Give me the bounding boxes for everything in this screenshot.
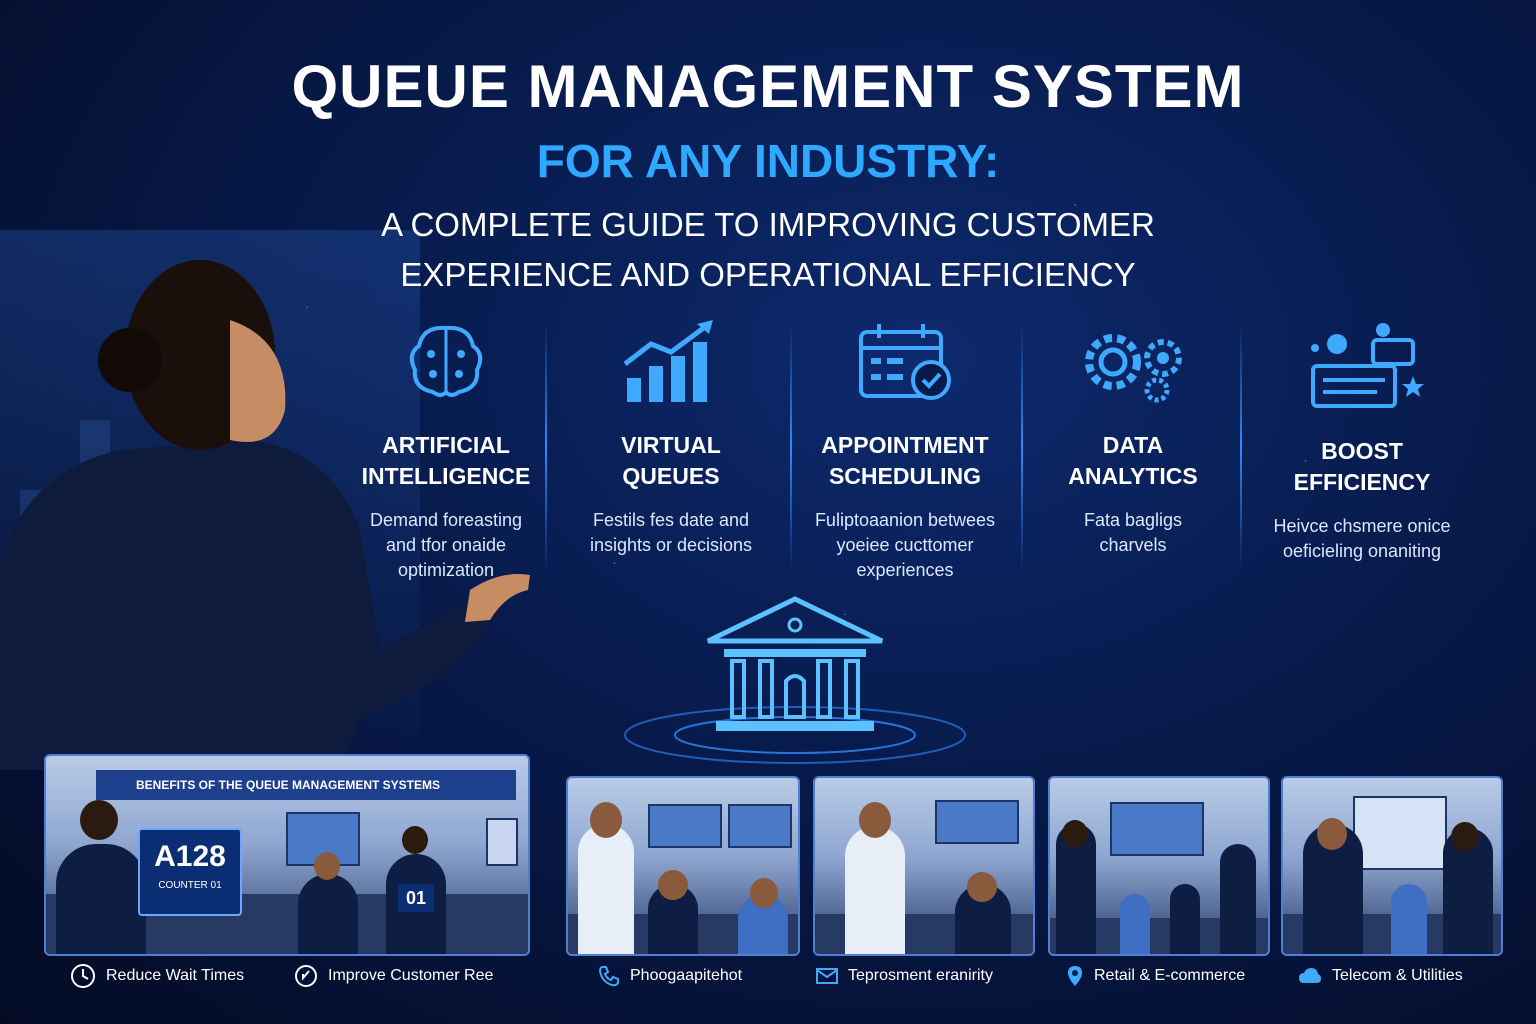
feature-title-line-2: SCHEDULING <box>828 463 982 489</box>
branch-office-photo <box>1048 776 1270 956</box>
column-divider <box>545 322 547 572</box>
benefit-reduce-wait-times: Reduce Wait Times <box>70 963 244 989</box>
tagline-line-1: A COMPLETE GUIDE TO IMPROVING CUSTOMER <box>381 206 1155 243</box>
growth-chart-icon <box>623 320 713 402</box>
feature-title-line-2: QUEUES <box>622 463 720 489</box>
feature-title-line-2: ANALYTICS <box>1068 463 1198 489</box>
feature-desc-line-2: oeficieling onaniting <box>1282 541 1442 561</box>
feature-title-line-2: INTELLIGENCE <box>361 463 531 489</box>
industry-label: Phoogaapitehot <box>630 967 743 984</box>
feature-desc-line-1: Fuliptoaanion betwees <box>814 510 996 530</box>
industry-telecom: Telecom & Utilities <box>1298 963 1463 989</box>
feature-desc-line-2: and tfor onaide <box>385 535 507 555</box>
efficiency-board-icon <box>1311 323 1424 408</box>
column-divider <box>790 322 792 572</box>
bank-building-icon <box>624 596 966 764</box>
ticket-counter-label: COUNTER 01 <box>158 880 222 891</box>
benefits-screen-banner: BENEFITS OF THE QUEUE MANAGEMENT SYSTEMS <box>96 770 516 800</box>
feature-desc-line-1: Festils fes date and <box>592 510 750 530</box>
feature-desc-line-2: charvels <box>1099 535 1167 555</box>
customer-service-photo <box>1281 776 1503 956</box>
clock-icon <box>71 964 95 988</box>
feature-title-line-1: DATA <box>1102 432 1164 458</box>
feature-desc-line-3: optimization <box>397 560 495 580</box>
feature-artificial-intelligence: ARTIFICIAL INTELLIGENCE Demand foreastin… <box>336 318 556 583</box>
industry-mail: Teprosment eranirity <box>816 963 993 989</box>
counter-number-sign: 01 <box>398 884 434 912</box>
feature-desc-line-2: yoeiee cucttomer <box>836 535 974 555</box>
presenter-woman-illustration <box>0 260 530 770</box>
bank-counter-photo: BENEFITS OF THE QUEUE MANAGEMENT SYSTEMS… <box>44 754 530 956</box>
arrow-circle-icon <box>295 965 317 987</box>
benefit-improve-customer: Improve Customer Ree <box>294 963 493 989</box>
page-subtitle: FOR ANY INDUSTRY: <box>536 135 1000 187</box>
feature-desc-line-1: Demand foreasting <box>369 510 523 530</box>
feature-boost-efficiency: BOOST EFFICIENCY Heivce chsmere onice oe… <box>1252 318 1472 564</box>
feature-title-line-2: EFFICIENCY <box>1293 469 1431 495</box>
industry-label: Retail & E-commerce <box>1094 967 1246 984</box>
benefit-label: Improve Customer Ree <box>328 967 494 984</box>
gears-icon <box>1085 334 1182 403</box>
page-title: QUEUE MANAGEMENT SYSTEM <box>291 53 1245 120</box>
feature-desc-line-3: experiences <box>856 560 954 580</box>
column-divider <box>1021 322 1023 572</box>
page-tagline: A COMPLETE GUIDE TO IMPROVING CUSTOMER E… <box>0 200 1536 300</box>
feature-desc-line-1: Fata bagligs <box>1083 510 1183 530</box>
industry-retail: Retail & E-commerce <box>1066 963 1245 989</box>
column-divider <box>1240 322 1242 572</box>
tablet-service-photo <box>813 776 1035 956</box>
feature-appointment-scheduling: APPOINTMENT SCHEDULING Fuliptoaanion bet… <box>795 318 1015 583</box>
feature-desc-line-1: Heivce chsmere onice <box>1273 516 1451 536</box>
benefit-label: Reduce Wait Times <box>106 967 245 984</box>
tagline-line-2: EXPERIENCE AND OPERATIONAL EFFICIENCY <box>400 256 1136 293</box>
queue-ticket-display: A128 COUNTER 01 <box>138 828 242 916</box>
feature-virtual-queues: VIRTUAL QUEUES Festils fes date and insi… <box>561 318 781 558</box>
brain-icon <box>409 325 483 397</box>
mail-icon <box>816 968 838 984</box>
feature-data-analytics: DATA ANALYTICS Fata bagligs charvels <box>1023 318 1243 558</box>
cloud-icon <box>1299 968 1321 983</box>
calendar-check-icon <box>859 324 951 400</box>
industry-label: Teprosment eranirity <box>848 967 993 984</box>
industry-label: Telecom & Utilities <box>1332 967 1463 984</box>
feature-title-line-1: VIRTUAL <box>621 432 721 458</box>
feature-desc-line-2: insights or decisions <box>589 535 753 555</box>
feature-title-line-1: APPOINTMENT <box>821 432 989 458</box>
phone-icon <box>598 966 619 987</box>
ticket-number: A128 <box>154 840 226 873</box>
feature-title-line-1: BOOST <box>1321 438 1403 464</box>
location-pin-icon <box>1068 966 1082 986</box>
feature-title-line-1: ARTIFICIAL <box>382 432 510 458</box>
industry-phone: Phoogaapitehot <box>598 963 742 989</box>
clinic-reception-photo <box>566 776 800 956</box>
